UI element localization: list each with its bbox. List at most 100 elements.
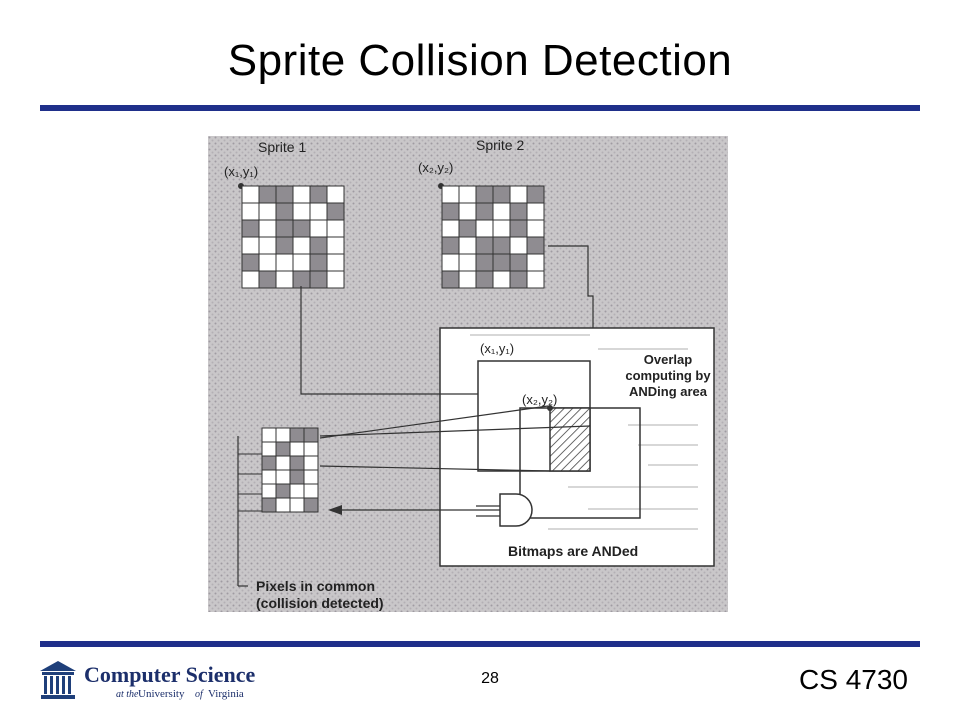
sprite2-label: Sprite 2 (476, 137, 524, 153)
bitmap-pixel (258, 270, 277, 289)
bitmap-pixel (326, 270, 345, 289)
bitmap-pixel (326, 202, 345, 221)
bitmap-pixel (261, 469, 277, 485)
bitmap-pixel (261, 441, 277, 457)
bitmap-pixel (289, 427, 305, 443)
bitmap-pixel (475, 253, 494, 272)
sprite1-bitmap (241, 185, 345, 289)
bitmap-pixel (275, 253, 294, 272)
sprite2-bitmap (441, 185, 545, 289)
sprite2-coordinate: (x₂,y₂) (418, 160, 453, 175)
bitmap-pixel (275, 483, 291, 499)
page-number: 28 (481, 670, 499, 687)
bitmap-pixel (303, 483, 319, 499)
bitmap-pixel (326, 253, 345, 272)
overlap-note-line3: ANDing area (629, 384, 708, 399)
bitmap-pixel (292, 219, 311, 238)
bitmap-pixel (509, 236, 528, 255)
bitmap-pixel (441, 270, 460, 289)
bitmap-pixel (492, 270, 511, 289)
bitmap-pixel (258, 219, 277, 238)
collision-figure: Sprite 1 (x₁,y₁) Sprite 2 (x₂,y₂) (x₁,y₁… (208, 136, 728, 612)
bitmap-pixel (275, 236, 294, 255)
bitmap-pixel (309, 185, 328, 204)
bitmap-pixel (241, 219, 260, 238)
bitmap-pixel (261, 455, 277, 471)
bitmap-pixel (275, 497, 291, 513)
bitmap-pixel (275, 185, 294, 204)
bitmap-pixel (441, 202, 460, 221)
course-code: CS 4730 (799, 664, 908, 695)
sprite1-coordinate: (x₁,y₁) (224, 164, 258, 179)
bitmap-pixel (303, 469, 319, 485)
bitmap-pixel (526, 219, 545, 238)
bitmap-pixel (309, 236, 328, 255)
bitmap-pixel (309, 219, 328, 238)
bitmap-pixel (526, 236, 545, 255)
bitmap-pixel (275, 427, 291, 443)
bitmap-pixel (526, 253, 545, 272)
bitmap-pixel (441, 219, 460, 238)
overlap-area (549, 407, 591, 472)
bitmaps-anded-label: Bitmaps are ANDed (508, 543, 638, 559)
bitmap-pixel (289, 441, 305, 457)
bitmap-pixel (292, 270, 311, 289)
bitmap-pixel (441, 185, 460, 204)
result-arrow-icon (328, 505, 342, 515)
bitmap-pixel (492, 236, 511, 255)
bitmap-pixel (258, 236, 277, 255)
bitmap-pixel (492, 185, 511, 204)
bitmap-pixel (258, 253, 277, 272)
pixels-common-line1: Pixels in common (256, 578, 375, 594)
bitmap-pixel (526, 185, 545, 204)
bitmap-pixel (458, 270, 477, 289)
result-bitmap (261, 427, 319, 513)
bitmap-pixel (261, 427, 277, 443)
pixels-common-line2: (collision detected) (256, 595, 384, 611)
overlap-dot (547, 405, 553, 411)
bitmap-pixel (475, 219, 494, 238)
bitmap-pixel (261, 497, 277, 513)
bitmap-pixel (326, 185, 345, 204)
bitmap-pixel (509, 202, 528, 221)
footer-divider (40, 641, 920, 647)
overlap-note-line2: computing by (625, 368, 711, 383)
bitmap-pixel (241, 185, 260, 204)
bitmap-pixel (303, 455, 319, 471)
bitmap-pixel (303, 427, 319, 443)
overlap-coordinate-1: (x₁,y₁) (480, 341, 514, 356)
bitmap-pixel (492, 202, 511, 221)
bitmap-pixel (275, 202, 294, 221)
bitmap-pixel (458, 202, 477, 221)
overlap-note-line1: Overlap (644, 352, 692, 367)
result-ticks (238, 453, 262, 512)
bitmap-pixel (526, 202, 545, 221)
bitmap-pixel (292, 236, 311, 255)
bitmap-pixel (492, 253, 511, 272)
bitmap-pixel (475, 270, 494, 289)
bitmap-pixel (258, 185, 277, 204)
bitmap-pixel (241, 253, 260, 272)
bitmap-pixel (509, 185, 528, 204)
bitmap-pixel (309, 202, 328, 221)
bitmap-pixel (458, 185, 477, 204)
bitmap-pixel (261, 483, 277, 499)
bitmap-pixel (509, 270, 528, 289)
bitmap-pixel (309, 253, 328, 272)
uva-computer-science-logo: Computer Science at the University of Vi… (40, 661, 256, 700)
bitmap-pixel (326, 236, 345, 255)
slide-title: Sprite Collision Detection (227, 36, 733, 85)
logo-title: Computer Science (84, 662, 256, 687)
bitmap-pixel (509, 253, 528, 272)
and-gate-icon (499, 493, 533, 527)
bitmap-pixel (458, 253, 477, 272)
title-divider (40, 105, 920, 111)
logo-subtitle-at-the: at the (116, 689, 139, 700)
bitmap-pixel (526, 270, 545, 289)
bitmap-pixel (289, 455, 305, 471)
bitmap-pixel (275, 441, 291, 457)
bitmap-pixel (275, 455, 291, 471)
bitmap-pixel (289, 497, 305, 513)
bitmap-pixel (475, 202, 494, 221)
bitmap-pixel (458, 236, 477, 255)
